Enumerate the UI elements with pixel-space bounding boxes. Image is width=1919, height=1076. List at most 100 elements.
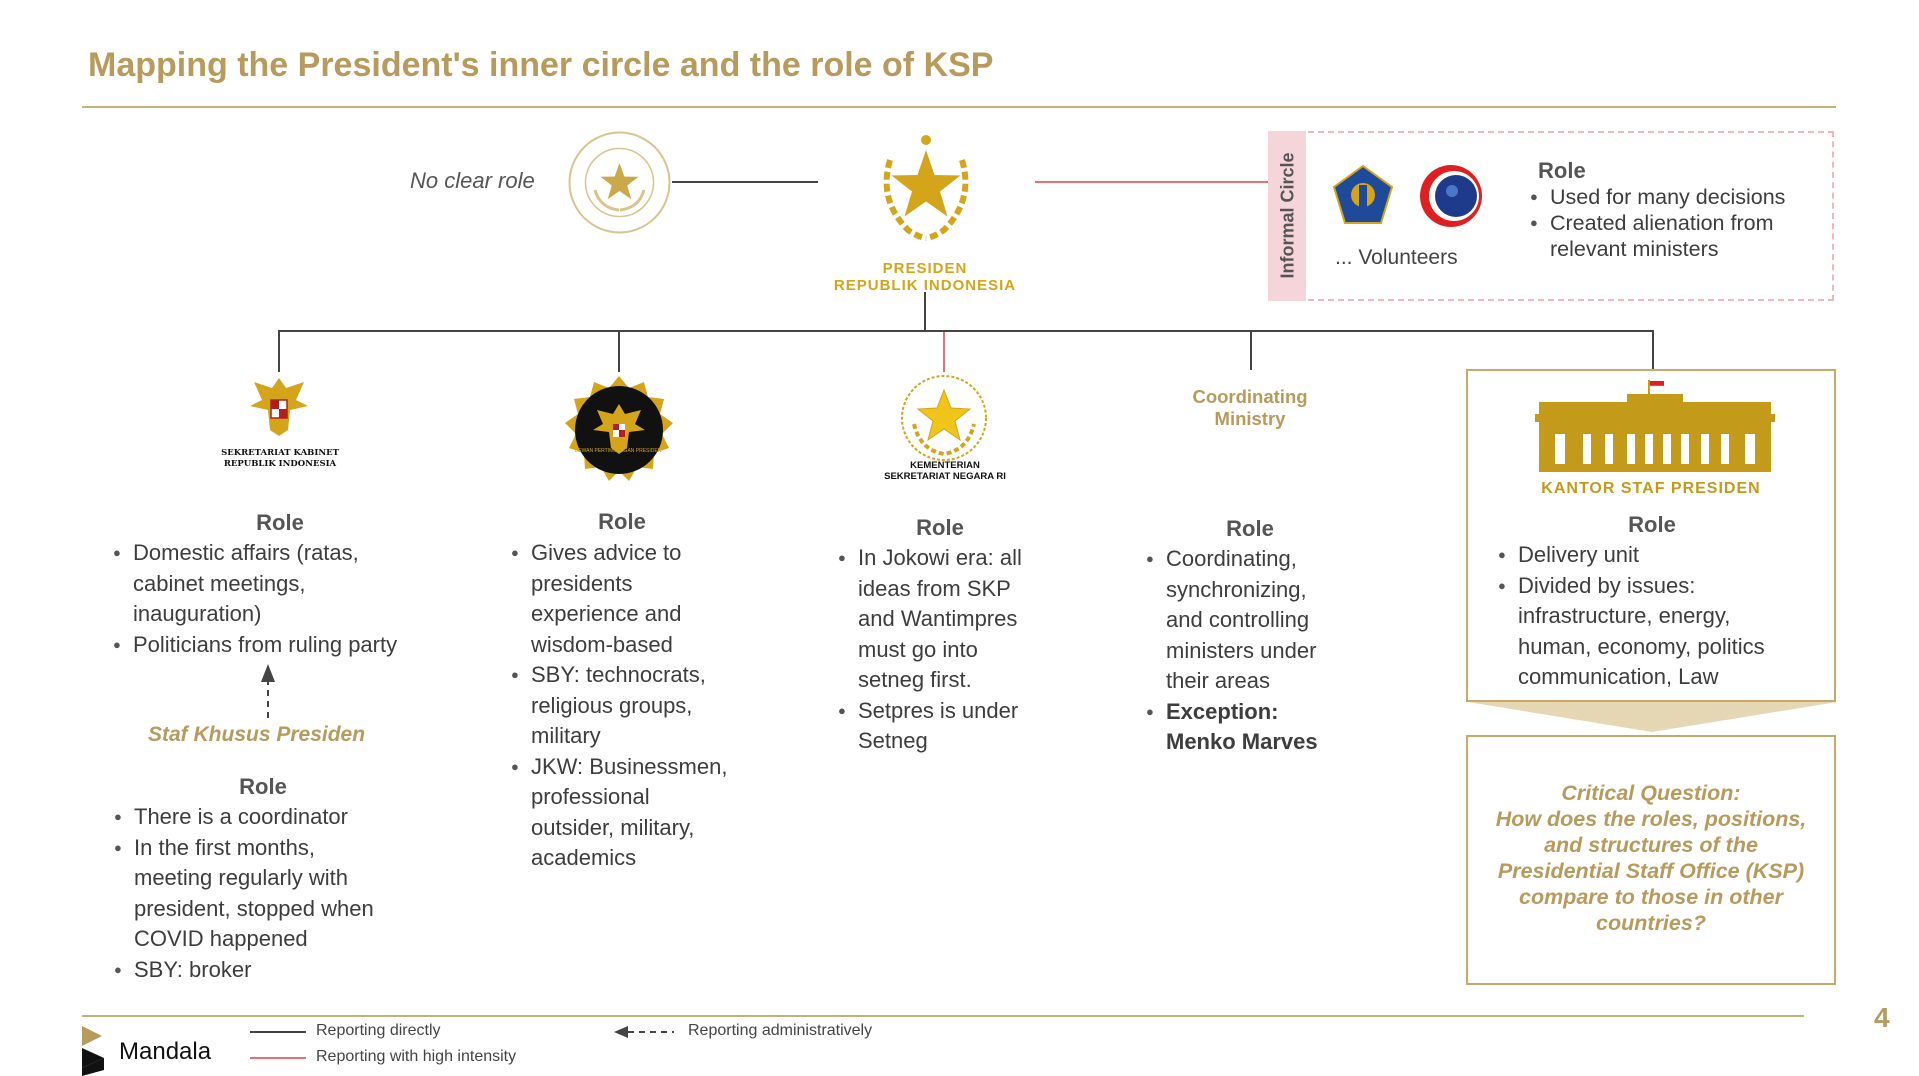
list-item-continuation: Menko Marves	[1166, 729, 1318, 754]
list-item: Used for many decisions	[1530, 184, 1830, 210]
coordinating-label-line2: Ministry	[1214, 408, 1286, 429]
list-item-continuation: inauguration)	[133, 601, 262, 626]
wantimpres-role-heading: Role	[598, 509, 646, 534]
list-item-continuation: cabinet meetings,	[133, 570, 306, 596]
setneg-role-list: In Jokowi era: all ideas from SKP and Wa…	[838, 543, 1068, 757]
mandala-logo-icon	[82, 1026, 104, 1076]
critical-question-text: Critical Question: How does the roles, p…	[1470, 780, 1832, 936]
informal-role-list: Used for many decisions Created alienati…	[1530, 184, 1830, 262]
list-item: There is a coordinator	[114, 802, 444, 833]
list-item-continuation: religious groups,	[531, 692, 693, 718]
volunteers-label: ... Volunteers	[1335, 246, 1458, 269]
title-divider	[82, 106, 1836, 108]
seskab-role-heading: Role	[256, 510, 304, 535]
page-title: Mapping the President's inner circle and…	[88, 46, 994, 84]
list-item: Divided by issues:	[1498, 571, 1818, 602]
critical-question-line: and structures of the	[1544, 833, 1758, 857]
volunteer-group-logo-icon	[1420, 165, 1482, 227]
legend-high-line	[250, 1057, 306, 1059]
list-item: Domestic affairs (ratas,	[113, 538, 453, 569]
garuda-emblem-icon	[250, 378, 308, 436]
ksp-logo-text: KANTOR STAF PRESIDEN	[1541, 480, 1761, 497]
list-item-continuation: relevant ministers	[1550, 237, 1719, 261]
list-item: Exception:	[1146, 697, 1376, 728]
seskab-caption-line1: SEKRETARIAT KABINET	[221, 448, 339, 458]
president-label-line2: REPUBLIK INDONESIA	[833, 277, 1017, 294]
vice-president-seal-icon	[568, 131, 671, 234]
staf-khusus-label: Staf Khusus Presiden	[148, 723, 366, 746]
list-item: Politicians from ruling party	[113, 630, 453, 661]
informal-circle-label: Informal Circle	[1277, 152, 1298, 279]
informal-role-heading: Role	[1538, 158, 1586, 183]
legend-admin-label: Reporting administratively	[688, 1022, 873, 1039]
setneg-caption-line2: SEKRETARIAT NEGARA RI	[884, 471, 1006, 482]
critical-question-line: compare to those in other	[1518, 885, 1783, 909]
list-item: Gives advice to	[511, 538, 761, 569]
coordinating-ministry-label: Coordinating Ministry	[1150, 386, 1350, 430]
wantimpres-role-list: Gives advice to presidents experience an…	[511, 538, 761, 874]
critical-question-line: How does the roles, positions,	[1495, 807, 1807, 831]
list-item-continuation: communication, Law	[1518, 664, 1719, 689]
list-item-continuation: Setneg	[858, 728, 928, 753]
informal-circle-tab	[1268, 131, 1306, 301]
list-item-continuation: presidents	[531, 570, 633, 596]
list-item-continuation: their areas	[1166, 668, 1270, 693]
list-item: In the first months,	[114, 833, 444, 864]
seskab-role-list: Domestic affairs (ratas, cabinet meeting…	[113, 538, 453, 660]
setneg-seal-icon	[901, 375, 987, 461]
legend-direct-line	[250, 1031, 306, 1033]
coordinating-role-list: Coordinating, synchronizing, and control…	[1146, 544, 1376, 758]
ksp-chevron	[1468, 702, 1837, 732]
ksp-building-logo-icon	[1535, 380, 1775, 472]
finance-ministry-logo-icon	[1332, 164, 1394, 224]
ksp-role-list: Delivery unit Divided by issues: infrast…	[1498, 540, 1818, 693]
ksp-role-heading: Role	[1628, 512, 1676, 537]
wantimpres-seal-icon	[565, 376, 673, 481]
list-item-continuation: academics	[531, 845, 637, 870]
list-item-continuation: professional	[531, 784, 650, 809]
setneg-role-heading: Role	[916, 515, 964, 540]
ksp-panel	[1466, 369, 1836, 702]
brand-name: Mandala	[119, 1038, 212, 1065]
list-item-continuation: infrastructure, energy,	[1518, 603, 1731, 628]
vice-president-note: No clear role	[410, 168, 535, 193]
list-item-continuation: wisdom-based	[531, 631, 673, 657]
list-item-continuation: COVID happened	[134, 926, 308, 951]
list-item: Delivery unit	[1498, 540, 1818, 571]
seskab-caption-line2: REPUBLIK INDONESIA	[223, 459, 337, 469]
president-label: PRESIDEN REPUBLIK INDONESIA	[800, 260, 1050, 294]
setneg-caption-line1: KEMENTERIAN	[910, 460, 980, 471]
setneg-caption: KEMENTERIAN SEKRETARIAT NEGARA RI	[860, 460, 1030, 482]
list-item: Coordinating,	[1146, 544, 1376, 575]
president-label-line1: PRESIDEN	[882, 260, 968, 277]
coordinating-label-line1: Coordinating	[1192, 386, 1308, 407]
critical-question-line: countries?	[1596, 911, 1706, 935]
list-item: SBY: technocrats,	[511, 660, 761, 691]
staf-khusus-role-heading: Role	[239, 774, 287, 799]
legend-admin-arrow	[614, 1026, 674, 1038]
list-item: SBY: broker	[114, 955, 444, 986]
list-item-continuation: synchronizing,	[1166, 576, 1307, 602]
list-item-continuation: ministers under	[1166, 637, 1317, 663]
list-item-continuation: human, economy, politics	[1518, 633, 1765, 659]
president-seal-icon	[883, 135, 969, 241]
legend-high-label: Reporting with high intensity	[316, 1048, 517, 1065]
staf-khusus-role-list: There is a coordinator In the first mont…	[114, 802, 444, 985]
critical-question-line: Critical Question:	[1561, 781, 1741, 805]
legend-direct-label: Reporting directly	[316, 1022, 441, 1039]
list-item-continuation: setneg first.	[858, 667, 972, 692]
list-item: In Jokowi era: all	[838, 543, 1068, 574]
list-item-continuation: and controlling	[1166, 607, 1310, 632]
list-item: Setpres is under	[838, 696, 1068, 727]
wantimpres-seal-text: DEWAN PERTIMBANGAN PRESIDEN	[574, 448, 662, 454]
list-item-continuation: meeting regularly with	[134, 865, 348, 890]
staf-khusus-arrowhead	[261, 664, 275, 682]
list-item-continuation: must go into	[858, 636, 978, 662]
critical-question-line: Presidential Staff Office (KSP)	[1497, 859, 1805, 883]
list-item: JKW: Businessmen,	[511, 752, 761, 783]
seskab-caption: SEKRETARIAT KABINET REPUBLIK INDONESIA	[200, 448, 360, 470]
coordinating-role-heading: Role	[1226, 516, 1274, 541]
list-item-continuation: outsider, military,	[531, 814, 695, 840]
list-item-continuation: president, stopped when	[134, 895, 374, 921]
